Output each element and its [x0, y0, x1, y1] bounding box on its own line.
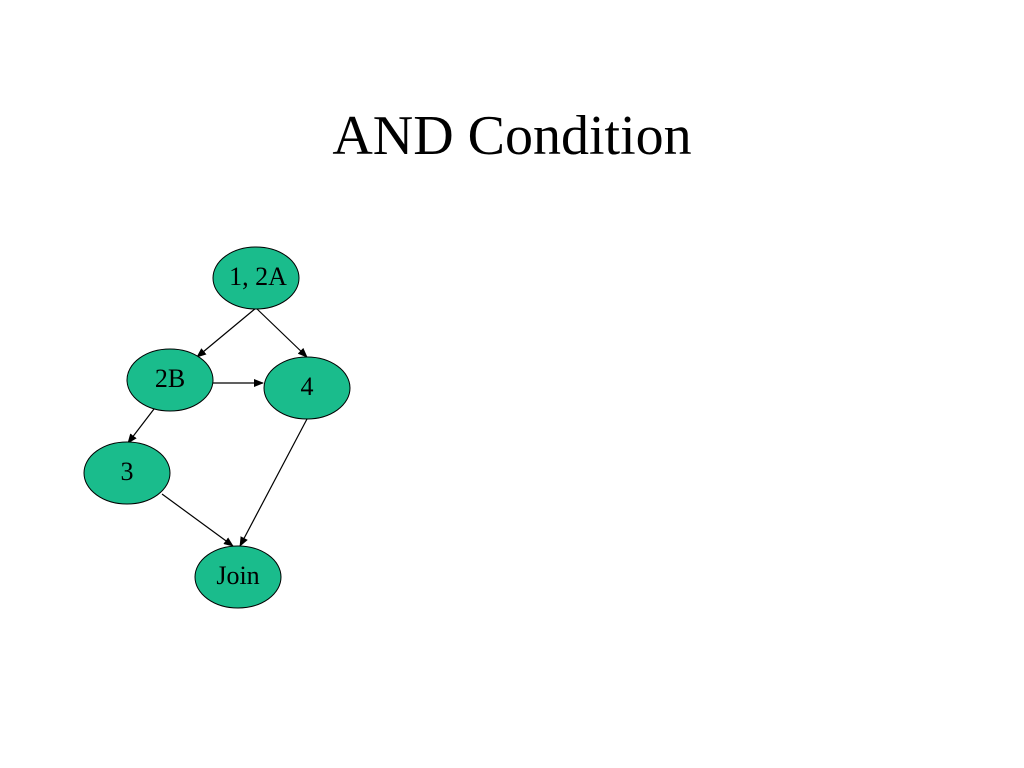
edge-n1-to-n2b: [196, 307, 257, 358]
node-join-shape: [194, 545, 282, 609]
node-1-2a: 1, 2A: [212, 246, 300, 310]
node-2b-shape: [126, 348, 214, 412]
slide-title: AND Condition: [332, 105, 692, 167]
node-2b-label: 2B: [155, 364, 185, 393]
edges: [127, 307, 308, 547]
node-3-label: 3: [121, 457, 134, 486]
node-join: Join: [194, 545, 282, 609]
edge-n4-to-join: [239, 418, 308, 547]
node-4-label: 4: [301, 372, 314, 401]
edge-n2b-to-n3: [127, 408, 155, 444]
node-3-shape: [83, 441, 171, 505]
node-join-label: Join: [216, 561, 259, 590]
edge-n1-to-n4: [255, 307, 308, 358]
edge-n3-to-join: [161, 493, 234, 547]
node-1-2a-shape: [212, 246, 300, 310]
node-3: 3: [83, 441, 171, 505]
node-2b: 2B: [126, 348, 214, 412]
node-4-shape: [263, 356, 351, 420]
node-1-2a-label: 1, 2A: [229, 262, 287, 291]
node-4: 4: [263, 356, 351, 420]
